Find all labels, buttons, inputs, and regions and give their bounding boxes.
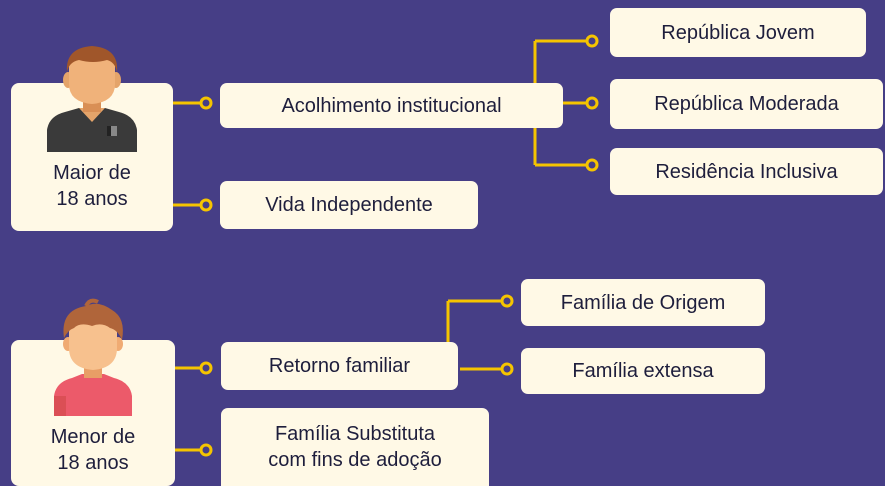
connector-dot (199, 198, 213, 212)
minor-group-card: Menor de 18 anos (11, 298, 175, 486)
connector-dot (199, 96, 213, 110)
connector-dot (500, 294, 514, 308)
connector-dot (585, 34, 599, 48)
minor-label-line1: Menor de (50, 426, 136, 448)
sub-residencia-inclusiva-label: Residência Inclusiva (655, 160, 838, 183)
adult-man-icon (47, 46, 137, 152)
option-vida-independente[interactable]: Vida Independente (220, 181, 478, 229)
option-retorno-familiar-label: Retorno familiar (268, 355, 411, 377)
connector-dot (199, 361, 213, 375)
connector-dot (500, 362, 514, 376)
sub-republica-moderada[interactable]: República Moderada (610, 79, 883, 129)
option-familia-substituta[interactable]: Família Substituta com fins de adoção (221, 408, 489, 486)
sub-republica-jovem[interactable]: República Jovem (610, 8, 866, 57)
sub-familia-extensa[interactable]: Família extensa (521, 348, 765, 394)
adult-group-card: Maior de 18 anos (11, 46, 173, 231)
adult-label-line1: Maior de (53, 162, 131, 184)
option-familia-substituta-line1: Família Substituta (274, 423, 436, 445)
sub-residencia-inclusiva[interactable]: Residência Inclusiva (610, 148, 883, 195)
connector-dot (199, 443, 213, 457)
option-retorno-familiar[interactable]: Retorno familiar (221, 342, 458, 390)
connector-dot (585, 96, 599, 110)
child-boy-icon (54, 298, 132, 416)
adult-label-line2: 18 anos (56, 188, 128, 210)
connector-dot (585, 158, 599, 172)
sub-familia-origem[interactable]: Família de Origem (521, 279, 765, 326)
sub-republica-jovem-label: República Jovem (661, 21, 815, 44)
option-acolhimento-label: Acolhimento institucional (281, 94, 502, 117)
minor-label-line2: 18 anos (57, 452, 129, 474)
option-familia-substituta-line2: com fins de adoção (268, 449, 442, 471)
sub-republica-moderada-label: República Moderada (654, 93, 839, 115)
option-acolhimento-institucional[interactable]: Acolhimento institucional (220, 83, 563, 128)
sub-familia-origem-label: Família de Origem (560, 291, 726, 314)
sub-familia-extensa-label: Família extensa (572, 360, 714, 382)
option-vida-independente-label: Vida Independente (265, 194, 433, 216)
